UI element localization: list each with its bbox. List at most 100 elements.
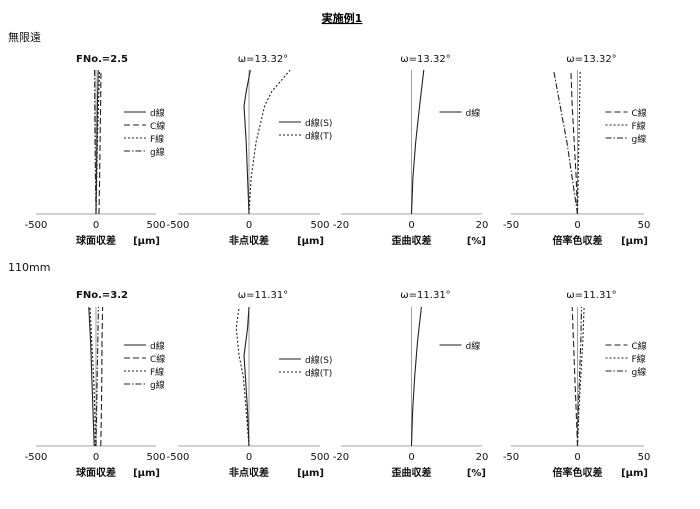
panel-header: ω=13.32° xyxy=(238,54,288,65)
panel-header: ω=11.31° xyxy=(400,290,450,301)
axis-label: 球面収差 xyxy=(76,234,116,247)
panel-header: ω=11.31° xyxy=(566,290,616,301)
axis-unit: [μm] xyxy=(133,236,160,247)
tick-label: 500 xyxy=(310,452,329,463)
panel-header: FNo.=2.5 xyxy=(76,54,128,65)
legend-label: g線 xyxy=(150,146,165,158)
tick-label: 0 xyxy=(574,452,580,463)
row-label: 無限遠 xyxy=(8,30,41,44)
legend-label: C線 xyxy=(632,107,647,119)
legend-label: C線 xyxy=(150,120,165,132)
panel-0-2: ω=13.32° -20 0 20 歪曲収差 [%] d線 xyxy=(333,54,489,247)
tick-label: 0 xyxy=(574,220,580,231)
axis-label: 倍率色収差 xyxy=(553,466,603,479)
tick-label: 0 xyxy=(246,452,252,463)
axis-unit: [%] xyxy=(467,236,486,247)
tick-label: -500 xyxy=(167,452,190,463)
tick-label: 0 xyxy=(408,220,414,231)
tick-label: -500 xyxy=(167,220,190,231)
panel-header: ω=13.32° xyxy=(400,54,450,65)
series-line-d xyxy=(88,306,95,447)
series-line-g xyxy=(94,69,97,215)
axis-unit: [μm] xyxy=(621,236,648,247)
panel-header: FNo.=3.2 xyxy=(76,290,128,301)
tick-label: -20 xyxy=(333,220,349,231)
tick-label: 50 xyxy=(638,452,651,463)
legend-label: F線 xyxy=(632,120,646,132)
legend-label: g線 xyxy=(632,133,647,145)
series-line-d xyxy=(410,306,422,447)
series-line-g xyxy=(95,306,99,447)
axis-label: 歪曲収差 xyxy=(392,466,432,479)
panel-1-2: ω=11.31° -20 0 20 歪曲収差 [%] d線 xyxy=(333,290,489,479)
series-line-c xyxy=(570,69,579,215)
axis-unit: [μm] xyxy=(621,468,648,479)
series-line-d-t xyxy=(248,69,291,215)
axis-unit: [μm] xyxy=(297,236,324,247)
series-line-f xyxy=(576,69,581,215)
legend-label: F線 xyxy=(632,353,646,365)
tick-label: 500 xyxy=(310,220,329,231)
series-line-c xyxy=(100,306,104,447)
legend-label: d線 xyxy=(466,107,481,119)
tick-label: 0 xyxy=(408,452,414,463)
legend-label: d線 xyxy=(466,340,481,352)
legend-label: d線(S) xyxy=(305,354,332,366)
figure-title: 実施例1 xyxy=(322,11,363,25)
axis-label: 歪曲収差 xyxy=(392,234,432,247)
panel-1-1: ω=11.31° -500 0 500 非点収差 [μm] d線(S)d線(T) xyxy=(167,290,333,479)
row-label: 110mm xyxy=(8,261,50,274)
series-line-f xyxy=(89,306,96,447)
legend-label: d線 xyxy=(150,340,165,352)
tick-label: -20 xyxy=(333,452,349,463)
tick-label: 0 xyxy=(93,220,99,231)
axis-label: 非点収差 xyxy=(229,234,269,247)
legend-label: d線(S) xyxy=(305,117,332,129)
series-line-f xyxy=(95,69,101,215)
panel-header: ω=13.32° xyxy=(566,54,616,65)
series-line-d-s xyxy=(243,306,250,447)
axis-label: 非点収差 xyxy=(229,466,269,479)
axis-unit: [μm] xyxy=(297,468,324,479)
tick-label: 0 xyxy=(246,220,252,231)
series-line-d-t xyxy=(235,306,250,447)
series-line-d-s xyxy=(243,69,251,215)
tick-label: 0 xyxy=(93,452,99,463)
legend-label: F線 xyxy=(150,133,164,145)
legend-label: F線 xyxy=(150,366,164,378)
legend-label: g線 xyxy=(632,366,647,378)
legend-label: d線(T) xyxy=(305,367,332,379)
legend-label: d線 xyxy=(150,107,165,119)
legend-label: C線 xyxy=(150,353,165,365)
series-line-c xyxy=(98,69,102,215)
tick-label: 20 xyxy=(476,452,489,463)
tick-label: 20 xyxy=(476,220,489,231)
axis-unit: [μm] xyxy=(133,468,160,479)
tick-label: -500 xyxy=(25,220,48,231)
tick-label: 500 xyxy=(146,220,165,231)
axis-unit: [%] xyxy=(467,468,486,479)
axis-label: 倍率色収差 xyxy=(553,234,603,247)
legend-label: d線(T) xyxy=(305,130,332,142)
legend-label: g線 xyxy=(150,379,165,391)
series-line-g xyxy=(553,69,579,215)
series-line-g xyxy=(576,306,583,447)
legend-label: C線 xyxy=(632,340,647,352)
tick-label: 50 xyxy=(638,220,651,231)
series-line-c xyxy=(571,306,579,447)
panel-0-1: ω=13.32° -500 0 500 非点収差 [μm] d線(S)d線(T) xyxy=(167,54,333,247)
tick-label: -50 xyxy=(503,220,519,231)
axis-label: 球面収差 xyxy=(76,466,116,479)
tick-label: -500 xyxy=(25,452,48,463)
panel-header: ω=11.31° xyxy=(238,290,288,301)
tick-label: 500 xyxy=(146,452,165,463)
tick-label: -50 xyxy=(503,452,519,463)
